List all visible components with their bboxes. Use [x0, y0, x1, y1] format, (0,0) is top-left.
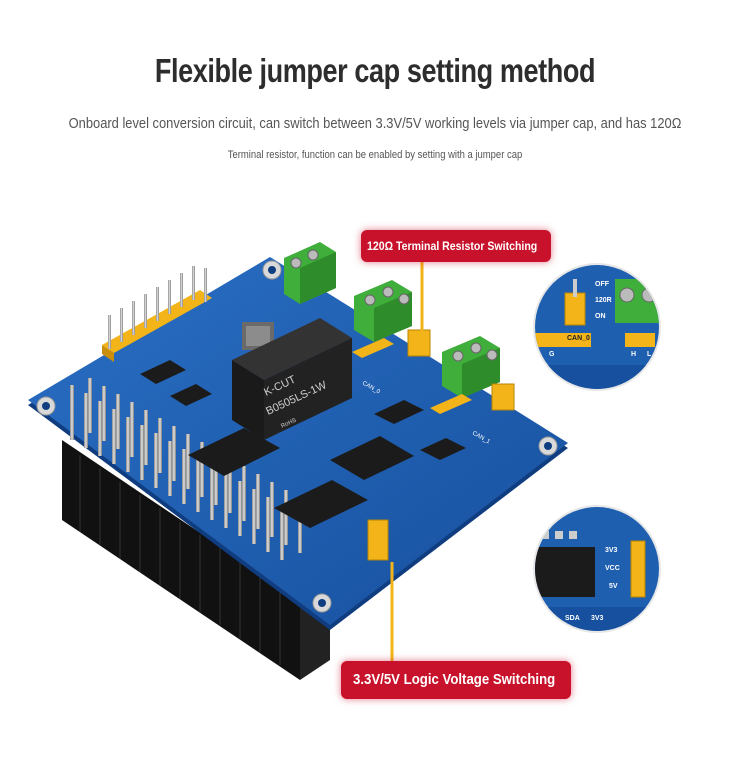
logic-voltage-callout: 3.3V/5V Logic Voltage Switching	[341, 661, 571, 699]
gpio-pin-array	[70, 378, 302, 560]
zoom-terminal-resistor: OFF 120R ON CAN_0 G H L	[533, 263, 661, 391]
zoom-label-vcc: VCC	[605, 565, 620, 572]
yellow-pin-header	[102, 266, 212, 362]
zoom-logic-voltage: 3V3 VCC 5V SDA 3V3	[533, 505, 661, 633]
zoom-label-can0: CAN_0	[567, 335, 590, 342]
zoom-label-l: L	[647, 351, 652, 358]
zoom-label-5v: 5V	[609, 583, 618, 590]
zoom-label-3v3-bottom: 3V3	[591, 615, 604, 622]
jumper-cap-logic-voltage	[367, 519, 389, 561]
terminal-block-power	[284, 242, 336, 304]
logic-voltage-callout-label: 3.3V/5V Logic Voltage Switching	[353, 671, 556, 688]
terminal-block-can0	[354, 280, 412, 342]
page-subtitle-secondary: Terminal resistor, function can be enabl…	[227, 149, 523, 161]
zoom-label-off: OFF	[595, 281, 609, 288]
stacking-header	[62, 440, 330, 680]
jumper-cap-terminal-resistor	[407, 329, 515, 411]
callout-lines	[390, 262, 424, 664]
isolated-power-module	[232, 318, 352, 440]
zoom-label-g: G	[549, 351, 555, 358]
terminal-resistor-callout-label: 120Ω Terminal Resistor Switching	[367, 239, 538, 253]
pcb-board	[28, 257, 568, 630]
ic-chips	[140, 360, 466, 528]
zoom-label-on: ON	[595, 313, 606, 320]
zoom-label-120r: 120R	[595, 297, 612, 304]
zoom-label-h: H	[631, 351, 637, 358]
page-subtitle: Onboard level conversion circuit, can sw…	[68, 115, 682, 132]
terminal-block-can1	[442, 336, 500, 398]
terminal-resistor-callout: 120Ω Terminal Resistor Switching	[361, 230, 551, 262]
can-pin-headers	[352, 338, 472, 414]
zoom-label-sda: SDA	[565, 615, 580, 622]
zoom-terminal-resistor-image	[535, 265, 659, 389]
zoom-label-3v3: 3V3	[605, 547, 618, 554]
page-title: Flexible jumper cap setting method	[154, 52, 596, 89]
